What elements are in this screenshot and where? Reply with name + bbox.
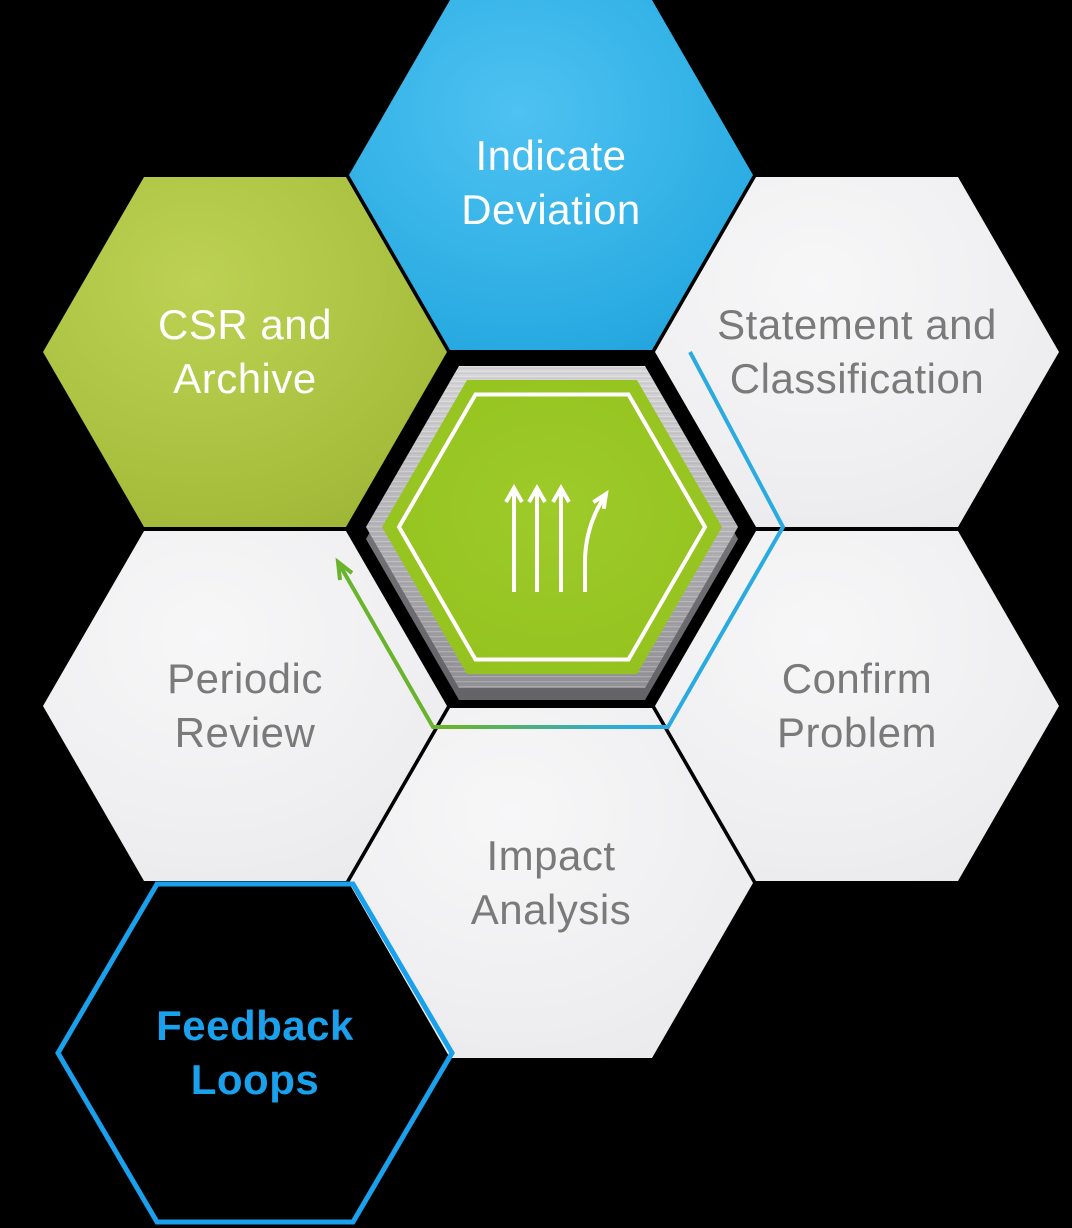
center-overlay bbox=[396, 392, 708, 662]
hexagon-label-csr-and-archive: CSR and Archive bbox=[158, 301, 332, 402]
feedback-hexagon-outline-icon bbox=[55, 881, 455, 1225]
hexagon-label-indicate-deviation: Indicate Deviation bbox=[461, 132, 641, 233]
hexagon-label-confirm-problem: Confirm Problem bbox=[777, 655, 937, 756]
hexagon-feedback-loops: Feedback Loops bbox=[53, 878, 457, 1228]
diverging-arrows-icon bbox=[504, 483, 609, 592]
hexagon-label-feedback-loops: Feedback Loops bbox=[156, 1002, 354, 1103]
center-hexagon-outline bbox=[396, 392, 708, 662]
hexagon-label-impact-analysis: Impact Analysis bbox=[470, 832, 632, 933]
hexagon-label-periodic-review: Periodic Review bbox=[167, 655, 323, 756]
